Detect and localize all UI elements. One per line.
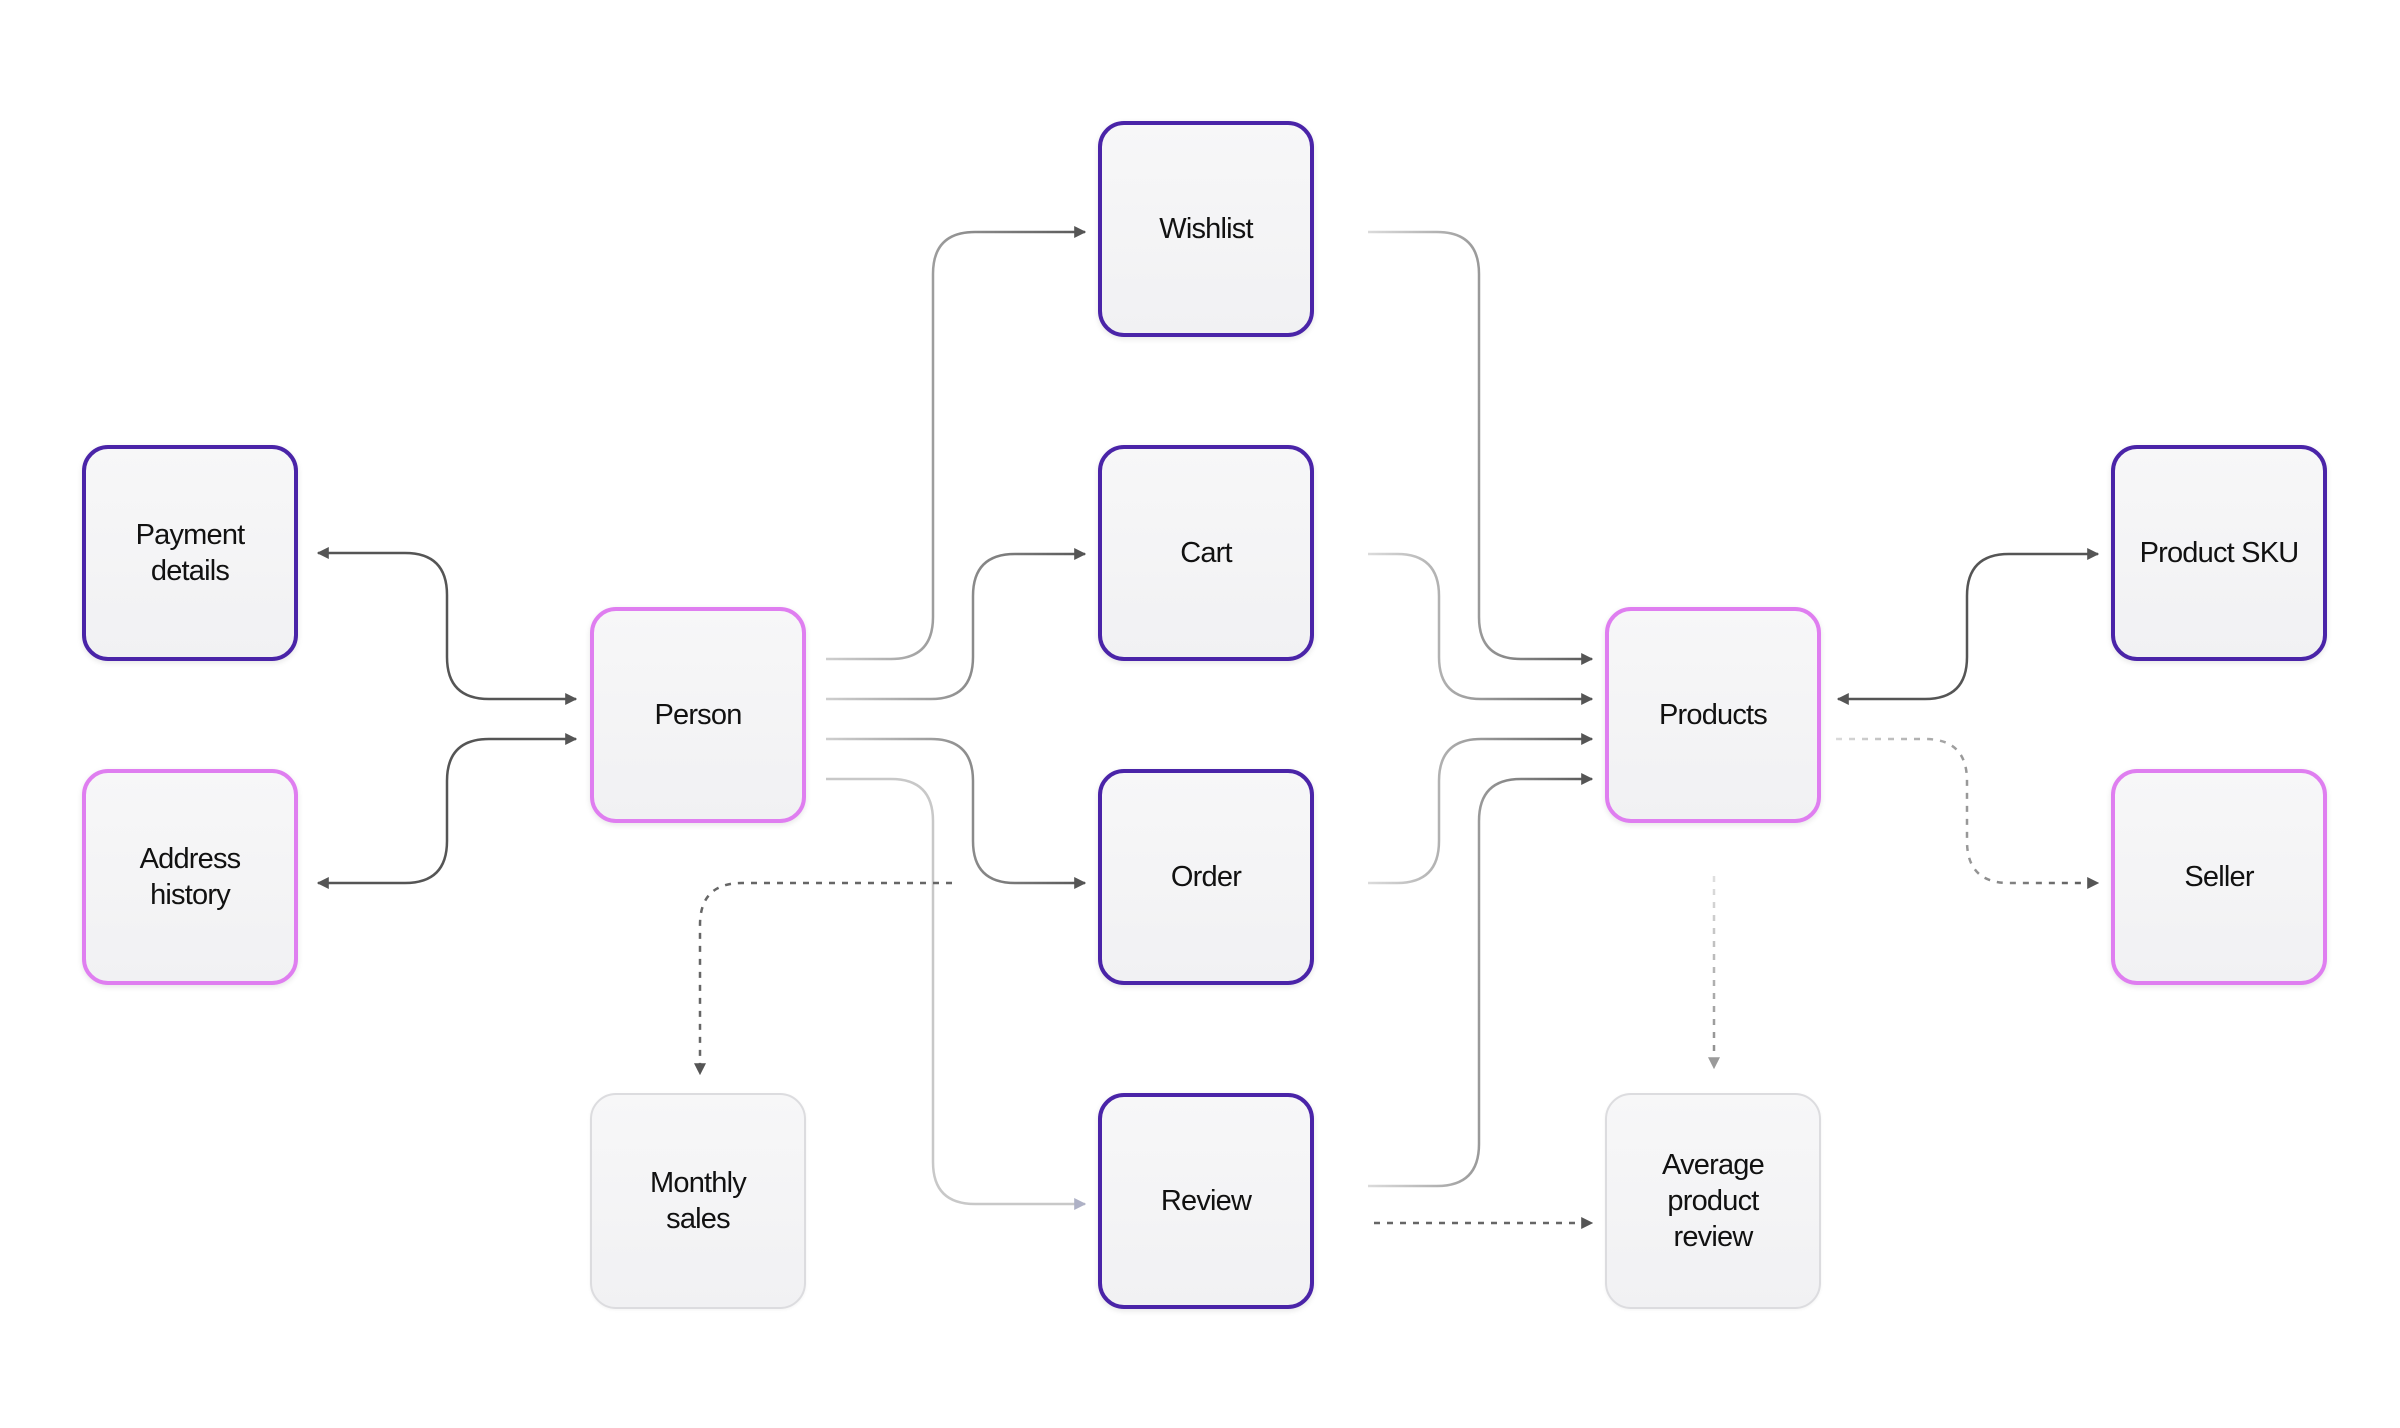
node-label: Seller (2184, 861, 2254, 893)
edge-person-wishlist (826, 226, 1087, 661)
node-label: Address history (139, 843, 242, 911)
edge-person-review (826, 777, 1087, 1210)
node-label: Products (1658, 699, 1768, 731)
node-payment-details[interactable]: Payment details (82, 445, 298, 661)
node-label: Cart (1180, 537, 1232, 569)
edge-person-order (826, 737, 1087, 889)
node-label: Order (1170, 861, 1242, 893)
edge-order-products (1368, 733, 1594, 885)
edge-wishlist-products (1368, 230, 1594, 665)
edge-products-seller (1836, 737, 2100, 889)
node-label: Product SKU (2139, 537, 2300, 569)
node-person[interactable]: Person (590, 607, 806, 823)
node-label: Average product review (1662, 1149, 1765, 1253)
node-label: Person (654, 699, 742, 731)
node-products[interactable]: Products (1605, 607, 1821, 823)
node-cart[interactable]: Cart (1098, 445, 1314, 661)
node-label: Wishlist (1159, 213, 1253, 245)
edge-review-products (1368, 773, 1594, 1188)
node-seller[interactable]: Seller (2111, 769, 2327, 985)
edge-address-person (316, 733, 578, 889)
node-order[interactable]: Order (1098, 769, 1314, 985)
node-wishlist[interactable]: Wishlist (1098, 121, 1314, 337)
edge-cart-products (1368, 552, 1594, 705)
node-address-history[interactable]: Address history (82, 769, 298, 985)
node-product-sku[interactable]: Product SKU (2111, 445, 2327, 661)
node-average-product-review[interactable]: Average product review (1605, 1093, 1821, 1309)
node-label: Payment details (135, 519, 246, 587)
node-review[interactable]: Review (1098, 1093, 1314, 1309)
edge-person-cart (826, 548, 1087, 701)
edge-products-sku (1836, 548, 2100, 705)
node-label: Monthly sales (650, 1167, 747, 1235)
node-label: Review (1160, 1185, 1252, 1217)
edge-payment-person (316, 547, 578, 705)
node-monthly-sales[interactable]: Monthly sales (590, 1093, 806, 1309)
edge-order-monthly-sales (694, 881, 952, 1076)
